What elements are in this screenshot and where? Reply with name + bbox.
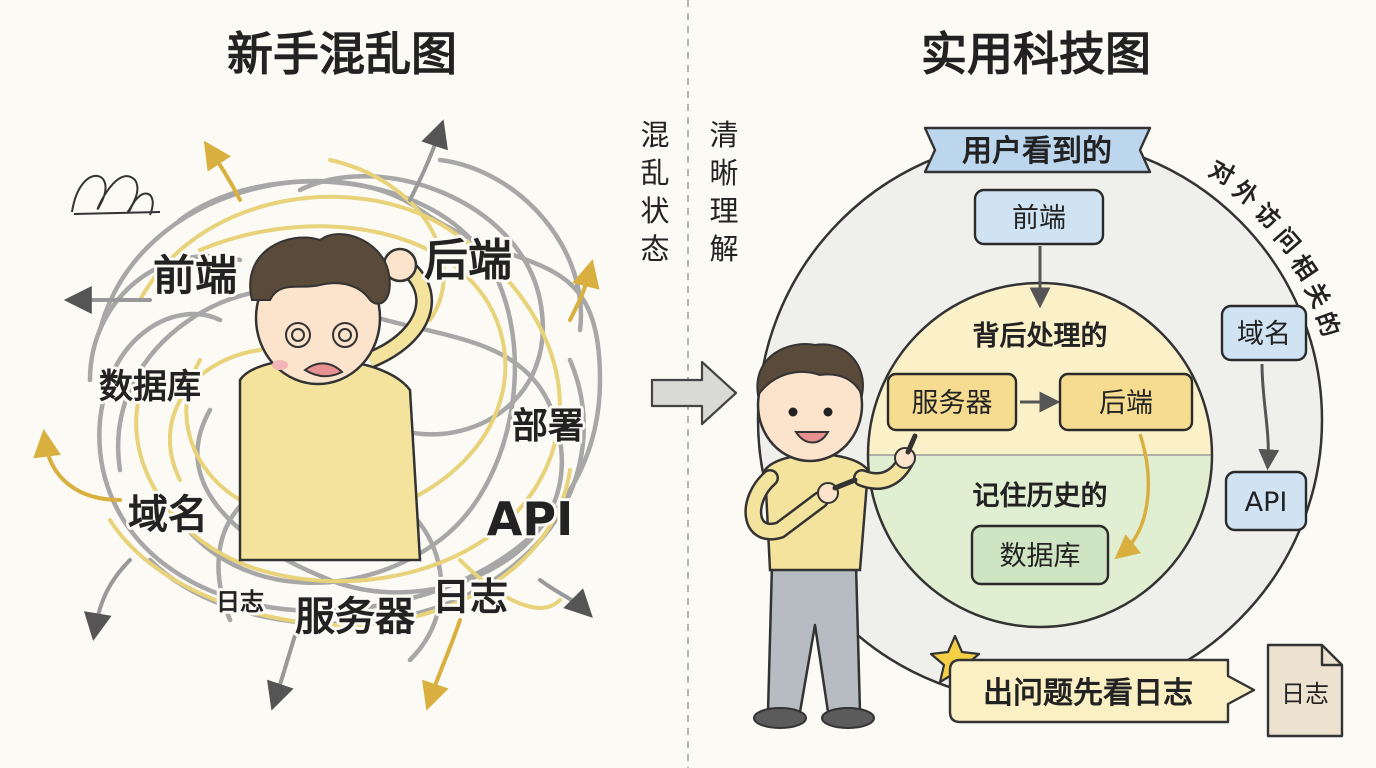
divider-left-char-2: 状 bbox=[640, 194, 669, 228]
divider-right-char-1: 晰 bbox=[709, 156, 738, 190]
ring-char-2: 访 bbox=[1249, 198, 1286, 235]
tangle-word-log: 日志 bbox=[432, 575, 508, 619]
right-title: 实用科技图 bbox=[921, 27, 1151, 81]
confused-boy bbox=[238, 233, 434, 562]
tip-callout: 出问题先看日志 bbox=[948, 658, 1256, 724]
backend-to-database-arrow bbox=[1114, 433, 1150, 560]
ring-char-4: 相 bbox=[1285, 250, 1322, 286]
log-file-label: 日志 bbox=[1281, 680, 1329, 708]
domain-label: 域名 bbox=[1237, 319, 1291, 350]
divider-left-char-3: 态 bbox=[640, 232, 669, 266]
ring-char-3: 问 bbox=[1269, 223, 1306, 259]
divider-right-char-3: 解 bbox=[709, 232, 738, 266]
banner-label: 用户看到的 bbox=[962, 134, 1112, 169]
tangle-word-api: API bbox=[487, 492, 573, 546]
tangle-word-deploy: 部署 bbox=[512, 406, 584, 447]
server-label: 服务器 bbox=[912, 388, 993, 419]
banner-user-facing: 用户看到的 bbox=[923, 126, 1152, 174]
right-arrow-icon bbox=[650, 360, 738, 426]
domain-to-api-arrow bbox=[1258, 363, 1280, 471]
frontend-label: 前端 bbox=[1012, 203, 1066, 234]
memory-zone-label: 记住历史的 bbox=[973, 480, 1108, 512]
tangle-word-database: 数据库 bbox=[99, 367, 201, 407]
tip-label: 出问题先看日志 bbox=[983, 676, 1193, 711]
scribble-icon bbox=[71, 174, 161, 216]
tangle-word-domain: 域名 bbox=[128, 492, 208, 538]
backend-box[interactable]: 后端 bbox=[1058, 372, 1194, 432]
tangle-words: 前端 后端 数据库 部署 域名 API 日志 服务器 日志 bbox=[96, 232, 587, 643]
divider-left-char-0: 混 bbox=[640, 118, 669, 152]
divider-right-char-2: 理 bbox=[709, 194, 738, 228]
ring-char-0: 对 bbox=[1205, 155, 1239, 191]
api-label: API bbox=[1245, 487, 1288, 518]
backend-label: 后端 bbox=[1099, 388, 1153, 419]
pointing-boy bbox=[744, 343, 918, 729]
left-title: 新手混乱图 bbox=[227, 27, 457, 81]
divider-right-char-0: 清 bbox=[709, 118, 738, 152]
ring-char-6: 的 bbox=[1310, 308, 1345, 340]
server-box[interactable]: 服务器 bbox=[886, 372, 1018, 432]
tangle-word-log-small: 日志 bbox=[216, 588, 264, 616]
file-icon: 日志 bbox=[1266, 643, 1344, 738]
processing-zone-label: 背后处理的 bbox=[973, 320, 1108, 352]
divider-label-right: 清 晰 理 解 bbox=[709, 118, 738, 266]
tangle-word-frontend: 前端 bbox=[153, 251, 237, 300]
tangle-word-backend: 后端 bbox=[424, 235, 512, 286]
ring-char-1: 外 bbox=[1228, 175, 1264, 212]
database-label: 数据库 bbox=[1000, 541, 1081, 572]
tangle-word-server: 服务器 bbox=[295, 594, 416, 640]
divider-label-left: 混 乱 状 态 bbox=[640, 118, 669, 266]
api-box[interactable]: API bbox=[1224, 470, 1308, 532]
database-box[interactable]: 数据库 bbox=[970, 524, 1110, 586]
cable-tangle bbox=[33, 119, 603, 711]
divider-left-char-1: 乱 bbox=[640, 156, 669, 190]
domain-box[interactable]: 域名 bbox=[1220, 304, 1308, 362]
ring-char-5: 关 bbox=[1299, 278, 1335, 312]
frontend-box[interactable]: 前端 bbox=[973, 188, 1105, 246]
